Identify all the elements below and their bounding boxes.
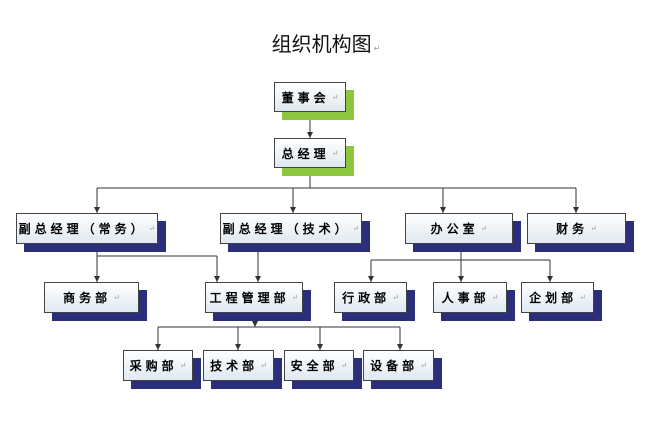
node-label: 设备部	[370, 359, 419, 373]
node-box: 总经理↵	[274, 138, 346, 168]
node-technology: 技术部↵	[203, 350, 282, 389]
node-label: 行政部	[342, 291, 391, 305]
node-commerce: 商务部↵	[44, 282, 147, 321]
node-box: 董事会↵	[274, 82, 346, 112]
arrowhead	[317, 344, 323, 350]
node-box: 副总经理（技术）↵	[220, 213, 362, 244]
node-finance: 财务↵	[527, 213, 634, 252]
node-label: 办公室	[430, 222, 479, 236]
node-box: 采购部↵	[123, 350, 193, 381]
arrowhead	[547, 276, 553, 282]
node-box: 商务部↵	[44, 282, 139, 313]
arrowhead	[94, 207, 100, 213]
chart-title: 组织机构图↵	[271, 32, 381, 56]
node-planning: 企划部↵	[521, 282, 602, 321]
node-safety: 安全部↵	[284, 350, 362, 389]
node-label: 商务部	[63, 291, 112, 305]
node-label: 安全部	[290, 359, 339, 373]
node-office: 办公室↵	[405, 213, 521, 252]
node-box: 财务↵	[527, 213, 626, 244]
arrowhead	[252, 321, 258, 327]
arrowhead	[397, 344, 403, 350]
node-board: 董事会↵	[274, 82, 354, 120]
arrowhead	[255, 276, 261, 282]
node-label: 采购部	[129, 359, 178, 373]
node-box: 技术部↵	[203, 350, 274, 381]
node-equipment: 设备部↵	[363, 350, 442, 389]
node-procurement: 采购部↵	[123, 350, 201, 389]
node-label: 副总经理（技术）	[222, 222, 351, 236]
node-label: 人事部	[441, 291, 490, 305]
node-vp-tech: 副总经理（技术）↵	[220, 213, 370, 252]
node-box: 设备部↵	[363, 350, 434, 381]
arrowhead	[368, 276, 374, 282]
node-box: 人事部↵	[433, 282, 507, 313]
arrowhead	[214, 276, 220, 282]
node-gm: 总经理↵	[274, 138, 354, 176]
node-engineering: 工程管理部↵	[205, 282, 311, 321]
node-label: 工程管理部	[209, 291, 290, 305]
node-box: 副总经理（常务）↵	[16, 213, 158, 244]
node-label: 副总经理（常务）	[18, 222, 147, 236]
node-box: 行政部↵	[334, 282, 407, 313]
arrowhead	[440, 207, 446, 213]
node-box: 工程管理部↵	[205, 282, 303, 313]
arrowhead	[307, 132, 313, 138]
arrowhead	[290, 207, 296, 213]
node-box: 企划部↵	[521, 282, 594, 313]
arrowhead	[458, 276, 464, 282]
node-hr: 人事部↵	[433, 282, 515, 321]
node-label: 财务	[556, 222, 589, 236]
arrowhead	[573, 207, 579, 213]
node-label: 技术部	[210, 359, 259, 373]
node-label: 董事会	[281, 90, 330, 105]
arrowhead	[235, 344, 241, 350]
node-box: 办公室↵	[405, 213, 513, 244]
node-box: 安全部↵	[284, 350, 354, 381]
paragraph-mark: ↵	[373, 44, 381, 53]
node-label: 企划部	[529, 291, 578, 305]
node-label: 总经理	[281, 146, 330, 161]
arrowhead	[94, 276, 100, 282]
arrowhead	[155, 344, 161, 350]
node-admin: 行政部↵	[334, 282, 415, 321]
node-vp-exec: 副总经理（常务）↵	[16, 213, 166, 252]
